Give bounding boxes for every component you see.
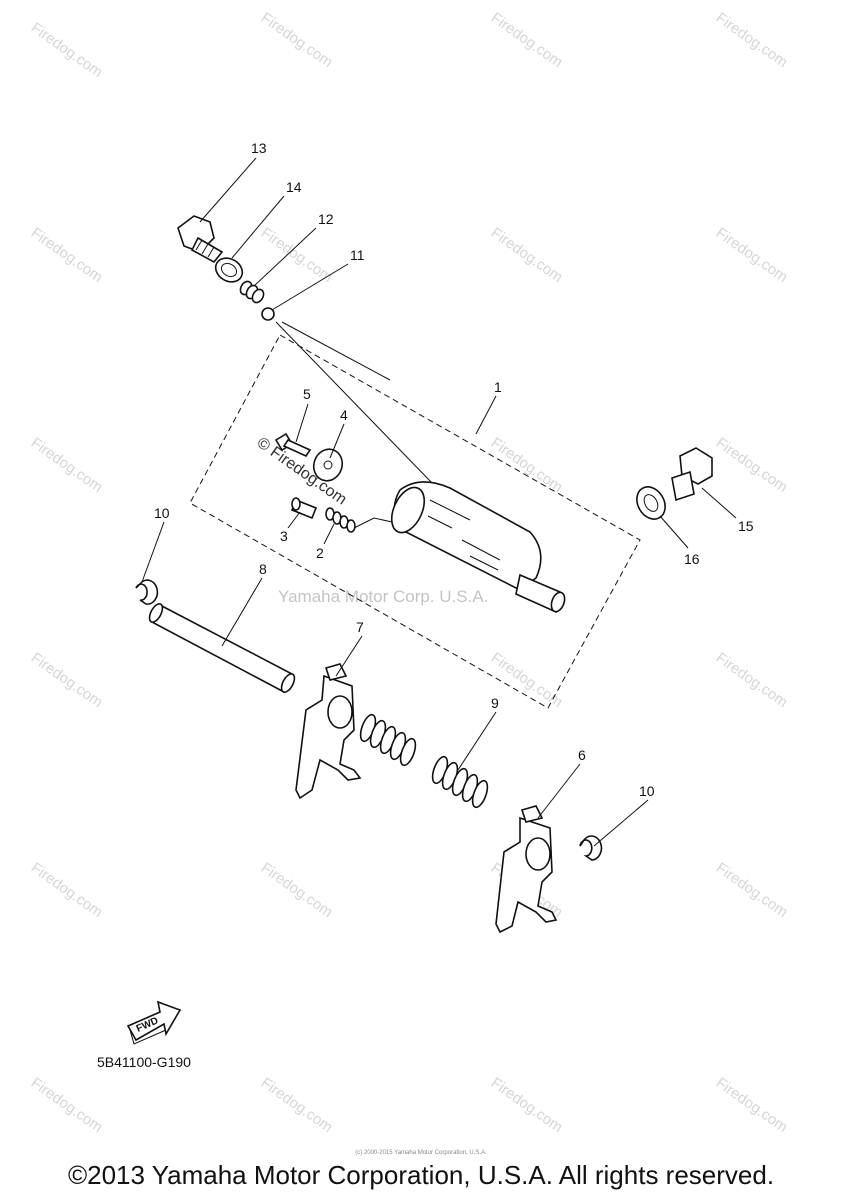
callout: 6 bbox=[578, 747, 586, 763]
part-8-shaft bbox=[148, 603, 296, 694]
callout: 14 bbox=[286, 179, 302, 195]
watermark: Firedog.com bbox=[28, 649, 106, 711]
part-12-spring bbox=[239, 280, 265, 304]
callout: 1 bbox=[494, 379, 502, 395]
watermark: Firedog.com bbox=[258, 224, 336, 286]
part-10-circlip bbox=[579, 835, 603, 861]
watermark: Firedog.com bbox=[713, 9, 791, 71]
watermark: Firedog.com bbox=[713, 1074, 791, 1136]
watermark: Firedog.com bbox=[28, 859, 106, 921]
fwd-arrow-badge: FWD bbox=[126, 1000, 182, 1045]
part-10-circlip bbox=[135, 579, 159, 605]
part-16-washer bbox=[636, 486, 666, 520]
callout: 8 bbox=[259, 561, 267, 577]
callout-leaders bbox=[141, 157, 737, 847]
callout-labels: 13 14 12 11 5 4 1 10 3 2 8 7 9 6 10 15 1… bbox=[154, 140, 754, 799]
part-11-ball bbox=[261, 307, 275, 321]
watermark: Firedog.com bbox=[28, 19, 106, 81]
callout: 4 bbox=[340, 407, 348, 423]
part-14-washer bbox=[214, 257, 244, 283]
part-6-shift-fork bbox=[495, 805, 558, 934]
fine-print: (c) 2000-2015 Yamaha Motor Corporation, … bbox=[355, 1150, 487, 1156]
watermark: Firedog.com bbox=[713, 434, 791, 496]
callout: 5 bbox=[303, 386, 311, 402]
watermark: Firedog.com bbox=[28, 1074, 106, 1136]
watermark: Firedog.com bbox=[258, 1074, 336, 1136]
watermark: Firedog.com bbox=[258, 9, 336, 71]
part-7-shift-fork bbox=[295, 663, 362, 800]
watermark: Firedog.com bbox=[713, 859, 791, 921]
watermark: Firedog.com bbox=[713, 649, 791, 711]
part-9-springs bbox=[359, 713, 489, 809]
watermark: Firedog.com bbox=[488, 224, 566, 286]
callout: 16 bbox=[684, 551, 700, 567]
part-code: 5B41100-G190 bbox=[97, 1054, 191, 1070]
callout: 12 bbox=[318, 211, 334, 227]
watermark: Firedog.com bbox=[488, 1074, 566, 1136]
callout: 15 bbox=[738, 518, 754, 534]
watermark: Firedog.com bbox=[488, 9, 566, 71]
part-3-pin bbox=[290, 497, 318, 520]
watermark-layer: Firedog.com Firedog.com Firedog.com Fire… bbox=[28, 9, 791, 1136]
callout: 9 bbox=[491, 695, 499, 711]
part-16-washer-hole bbox=[643, 494, 659, 512]
part-2-spring bbox=[325, 507, 356, 533]
center-watermark: Yamaha Motor Corp. U.S.A. bbox=[278, 587, 488, 606]
part-13-plug-bolt bbox=[177, 215, 224, 264]
guide-line bbox=[281, 321, 391, 381]
watermark: Firedog.com bbox=[713, 224, 791, 286]
copyright: ©2013 Yamaha Motor Corporation, U.S.A. A… bbox=[67, 1160, 775, 1190]
part-4-segment bbox=[312, 448, 344, 482]
callout: 2 bbox=[316, 545, 324, 561]
callout: 10 bbox=[154, 505, 170, 521]
watermark: Firedog.com bbox=[28, 224, 106, 286]
callout: 13 bbox=[251, 140, 267, 156]
assembly-outline bbox=[189, 334, 641, 709]
callout: 7 bbox=[356, 619, 364, 635]
watermark: Firedog.com bbox=[28, 434, 106, 496]
part-1-shift-drum bbox=[390, 481, 566, 614]
leader-2 bbox=[353, 517, 393, 529]
watermark: Firedog.com bbox=[258, 859, 336, 921]
callout: 10 bbox=[639, 783, 655, 799]
part-14-washer-hole bbox=[220, 262, 238, 278]
part-5-screw bbox=[274, 432, 312, 458]
part-15-plug bbox=[671, 447, 713, 502]
watermark: Firedog.com bbox=[488, 434, 566, 496]
callout: 11 bbox=[350, 247, 365, 263]
callout: 3 bbox=[280, 528, 288, 544]
